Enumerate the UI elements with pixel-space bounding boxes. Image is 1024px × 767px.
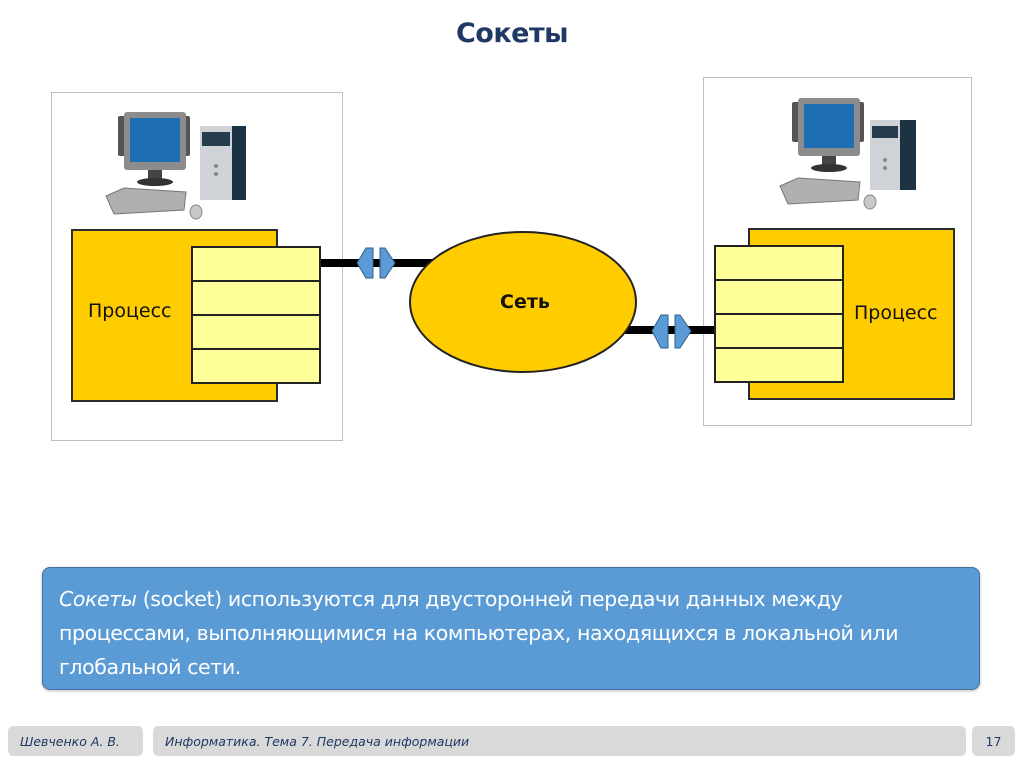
- slide-title: Сокеты: [455, 18, 569, 49]
- socket-row: [716, 315, 842, 349]
- info-text: (socket) используются для двусторонней п…: [59, 587, 899, 679]
- socket-row: [193, 282, 319, 316]
- network-label: Сеть: [500, 291, 550, 313]
- footer-author: Шевченко А. В.: [8, 726, 143, 756]
- connector-icon: [651, 314, 692, 349]
- info-box: Сокеты (socket) используются для двустор…: [42, 567, 980, 690]
- desktop-computer-icon: [779, 98, 916, 210]
- desktop-computer-icon: [105, 112, 246, 220]
- left-process-label: Процесс: [88, 300, 172, 322]
- left-socket-stack: [191, 246, 321, 384]
- right-socket-stack: [714, 245, 844, 383]
- socket-row: [193, 248, 319, 282]
- socket-row: [193, 316, 319, 350]
- footer-page-number: 17: [972, 726, 1015, 756]
- info-term: Сокеты: [59, 587, 137, 611]
- socket-row: [716, 281, 842, 315]
- socket-row: [716, 247, 842, 281]
- network-ellipse: [409, 231, 637, 373]
- connector-icon: [356, 247, 396, 279]
- footer-course: Информатика. Тема 7. Передача информации: [153, 726, 966, 756]
- right-process-label: Процесс: [854, 302, 938, 324]
